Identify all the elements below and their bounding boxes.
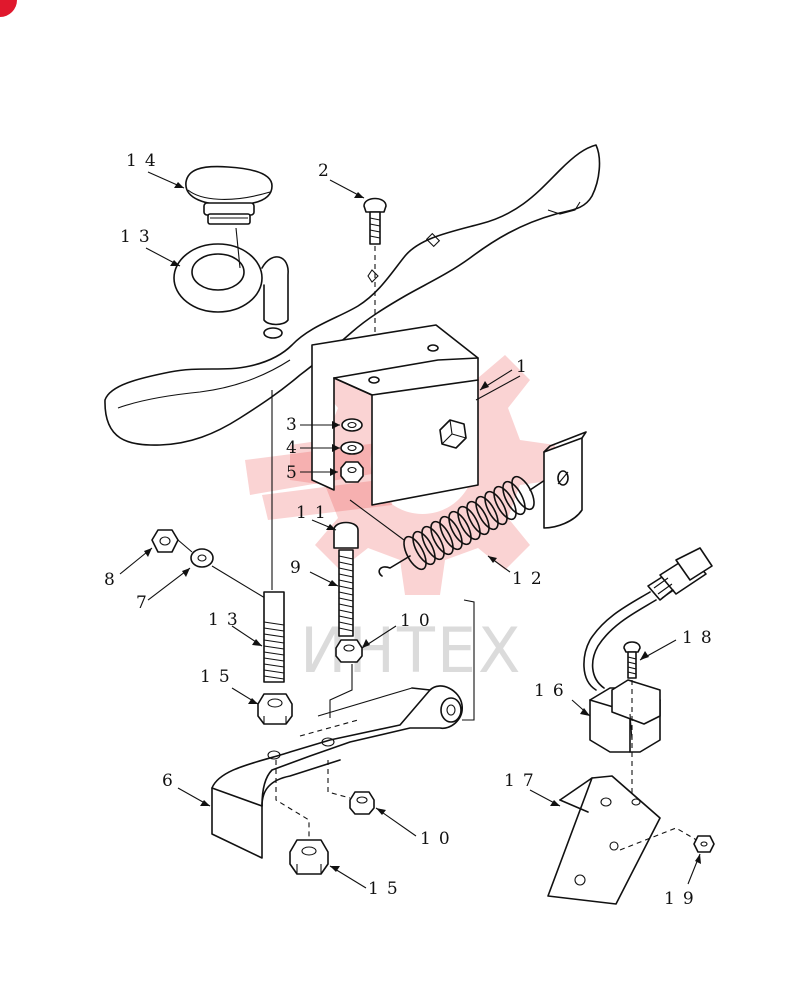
callout-6: 6 [162, 771, 181, 791]
nut-10-upper [335, 639, 363, 663]
nut-15-lower [275, 760, 329, 875]
cap-11 [333, 521, 359, 549]
callout-16: 16 [534, 681, 572, 701]
callout-19: 19 [664, 889, 702, 909]
callout-14: 14 [126, 151, 164, 171]
callout-15-upper: 15 [200, 667, 238, 687]
nut-8 [151, 529, 179, 553]
nut-10-lower [327, 760, 375, 815]
leader-lines [119, 171, 701, 889]
washer-stack [340, 418, 364, 483]
callout-11: 11 [296, 503, 334, 523]
screw-18 [623, 641, 641, 800]
callout-17: 17 [504, 771, 542, 791]
callout-13-lower: 13 [208, 610, 246, 630]
stud-9 [338, 549, 354, 637]
callout-2: 2 [318, 161, 337, 181]
corner-badge [0, 0, 17, 17]
callout-1: 1 [516, 357, 535, 377]
switch-16 [583, 547, 713, 753]
spring-12 [349, 475, 552, 577]
callout-labels: 14 13 2 1 3 4 5 11 12 8 7 9 13 10 15 6 1… [104, 151, 720, 909]
callout-10-upper: 10 [400, 611, 438, 631]
callout-15-lower: 15 [368, 879, 406, 899]
nut-19 [693, 835, 715, 853]
washer-7 [177, 539, 214, 568]
rod-13 [263, 591, 285, 683]
plate-17 [547, 775, 701, 905]
bolt-2 [363, 197, 387, 380]
cap-14 [185, 165, 273, 225]
nut-15-upper [257, 693, 293, 725]
callout-7: 7 [136, 593, 155, 613]
callout-4: 4 [286, 438, 305, 458]
callout-18: 18 [682, 628, 720, 648]
callout-10-lower: 10 [420, 829, 458, 849]
lever-6 [211, 599, 475, 859]
loop-clip-13 [173, 227, 289, 339]
frame-outline [104, 144, 601, 446]
callout-3: 3 [286, 415, 305, 435]
spring-anchor-plate [543, 431, 587, 529]
callout-9: 9 [290, 558, 309, 578]
callout-5: 5 [286, 463, 305, 483]
callout-12: 12 [512, 569, 550, 589]
callout-13-upper: 13 [120, 227, 158, 247]
bracket-1 [311, 324, 521, 506]
callout-8: 8 [104, 570, 123, 590]
